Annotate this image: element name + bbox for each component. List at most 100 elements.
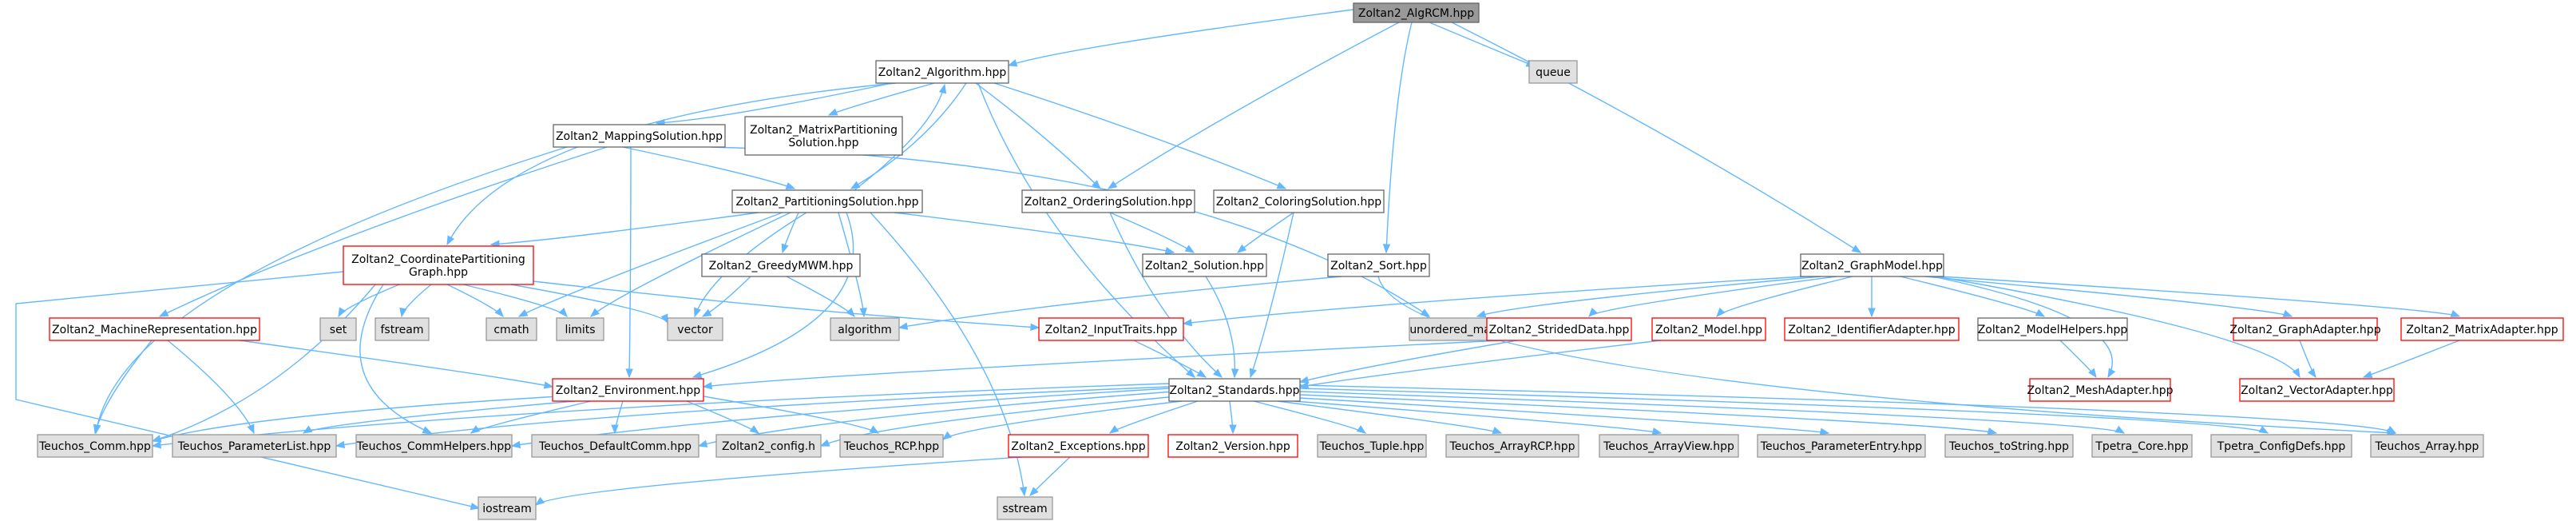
arrowhead xyxy=(1298,376,1310,384)
node-identifieradapter[interactable]: Zoltan2_IdentifierAdapter.hpp xyxy=(1784,317,1960,341)
node-label: Teuchos_ArrayView.hpp xyxy=(1603,440,1734,453)
edge-environment-to-teuchoscomm xyxy=(151,396,560,443)
arrowhead xyxy=(625,368,633,379)
node-solution[interactable]: Zoltan2_Solution.hpp xyxy=(1142,253,1267,277)
node-paramlist[interactable]: Teuchos_ParameterList.hpp xyxy=(172,434,337,458)
node-commhelpers[interactable]: Teuchos_CommHelpers.hpp xyxy=(355,434,513,458)
edge-standards-to-exceptions xyxy=(1108,400,1199,434)
node-rcp[interactable]: Teuchos_RCP.hpp xyxy=(839,434,944,458)
node-queue[interactable]: queue xyxy=(1528,60,1578,84)
node-label: Zoltan2_VectorAdapter.hpp xyxy=(2241,384,2393,397)
edge-coloringsol-to-standards xyxy=(1249,212,1294,379)
node-root[interactable]: Zoltan2_AlgRCM.hpp xyxy=(1353,2,1480,23)
node-tpetracore[interactable]: Tpetra_Core.hpp xyxy=(2091,434,2193,458)
arrowhead xyxy=(1276,181,1287,189)
node-sstream[interactable]: sstream xyxy=(997,496,1053,520)
node-mappingsol[interactable]: Zoltan2_MappingSolution.hpp xyxy=(553,124,726,148)
edge-coordpart-to-inputtraits xyxy=(533,280,1040,332)
node-partsol[interactable]: Zoltan2_PartitioningSolution.hpp xyxy=(731,189,923,213)
node-matrixadapter[interactable]: Zoltan2_MatrixAdapter.hpp xyxy=(2400,317,2564,341)
node-teuchosarray[interactable]: Teuchos_Array.hpp xyxy=(2370,434,2484,458)
node-iostream[interactable]: iostream xyxy=(478,496,537,520)
node-tuple[interactable]: Teuchos_Tuple.hpp xyxy=(1317,434,1427,458)
arrowhead xyxy=(1588,308,1598,317)
node-graphadapter[interactable]: Zoltan2_GraphAdapter.hpp xyxy=(2229,317,2381,341)
node-teuchoscomm[interactable]: Teuchos_Comm.hpp xyxy=(37,434,153,458)
node-machinerep[interactable]: Zoltan2_MachineRepresentation.hpp xyxy=(49,317,260,341)
node-coloringsol[interactable]: Zoltan2_ColoringSolution.hpp xyxy=(1213,189,1385,213)
arrowhead xyxy=(399,307,407,318)
edge-coordpart-to-fstream xyxy=(399,284,432,318)
node-paramentry[interactable]: Teuchos_ParameterEntry.hpp xyxy=(1757,434,1926,458)
node-tpetraconfig[interactable]: Tpetra_ConfigDefs.hpp xyxy=(2210,434,2352,458)
node-meshadapter[interactable]: Zoltan2_MeshAdapter.hpp xyxy=(2027,378,2174,402)
arrowhead xyxy=(1819,428,1830,435)
node-tostring[interactable]: Teuchos_toString.hpp xyxy=(1944,434,2074,458)
node-graphmodel[interactable]: Zoltan2_GraphModel.hpp xyxy=(1800,253,1944,277)
arrowhead xyxy=(1229,424,1237,435)
edge-algorithm-to-matrixpart xyxy=(827,82,935,116)
arrowhead xyxy=(2308,368,2316,379)
node-standards[interactable]: Zoltan2_Standards.hpp xyxy=(1168,378,1301,402)
node-label: Zoltan2_GreedyMWM.hpp xyxy=(709,260,854,272)
node-label: Tpetra_ConfigDefs.hpp xyxy=(2217,440,2346,453)
edge-modelhelpers-to-meshadapter xyxy=(2059,340,2097,379)
node-unorderedmap[interactable]: unordered_map xyxy=(1409,317,1499,341)
edge-machinerep-to-paramlist xyxy=(167,340,255,435)
node-fstream[interactable]: fstream xyxy=(375,317,430,341)
arrowhead xyxy=(611,424,619,435)
node-config[interactable]: Zoltan2_config.h xyxy=(715,434,822,458)
edge-greedymwm-to-algorithmstd xyxy=(786,276,855,317)
arrowhead xyxy=(941,431,953,440)
node-label: Teuchos_Tuple.hpp xyxy=(1319,440,1425,453)
node-orderingsol[interactable]: Zoltan2_OrderingSolution.hpp xyxy=(1021,189,1195,213)
edge-graphmodel-to-unorderedmap xyxy=(1476,276,1821,318)
node-version[interactable]: Zoltan2_Version.hpp xyxy=(1167,434,1298,458)
node-inputtraits[interactable]: Zoltan2_InputTraits.hpp xyxy=(1038,317,1184,341)
node-vectoradapter[interactable]: Zoltan2_VectorAdapter.hpp xyxy=(2239,378,2395,402)
arrowhead xyxy=(151,441,161,449)
arrowhead xyxy=(1716,308,1726,317)
node-arrayview[interactable]: Teuchos_ArrayView.hpp xyxy=(1599,434,1739,458)
edge-algorithm-to-coloringsol xyxy=(993,82,1287,189)
arrowhead xyxy=(1249,368,1257,379)
node-modelhelpers[interactable]: Zoltan2_ModelHelpers.hpp xyxy=(1977,317,2128,341)
node-set[interactable]: set xyxy=(319,317,357,341)
node-vector[interactable]: vector xyxy=(667,317,723,341)
arrowhead xyxy=(2282,309,2293,317)
node-strideddata[interactable]: Zoltan2_StridedData.hpp xyxy=(1486,317,1632,341)
edge-graphmodel-to-model xyxy=(1716,276,1853,317)
node-cmath[interactable]: cmath xyxy=(485,317,537,341)
node-algorithm[interactable]: Zoltan2_Algorithm.hpp xyxy=(875,60,1009,84)
node-label: Graph.hpp xyxy=(409,266,468,279)
node-label: Zoltan2_MappingSolution.hpp xyxy=(556,130,723,143)
node-label: Zoltan2_CoordinatePartitioning xyxy=(351,253,525,266)
node-exceptions[interactable]: Zoltan2_Exceptions.hpp xyxy=(1008,434,1149,458)
edge-graphadapter-to-vectoradapter xyxy=(2299,340,2316,379)
node-label: Zoltan2_Standards.hpp xyxy=(1170,384,1300,397)
arrowhead xyxy=(1420,308,1431,317)
node-sort[interactable]: Zoltan2_Sort.hpp xyxy=(1327,253,1430,277)
arrowhead xyxy=(1868,308,1876,318)
node-arrayrcp[interactable]: Teuchos_ArrayRCP.hpp xyxy=(1445,434,1579,458)
node-label: Tpetra_Core.hpp xyxy=(2094,440,2188,453)
node-label: Teuchos_toString.hpp xyxy=(1948,440,2069,453)
arrowhead xyxy=(2258,425,2269,434)
node-defaultcomm[interactable]: Teuchos_DefaultComm.hpp xyxy=(531,434,699,458)
arrowhead xyxy=(1651,427,1663,435)
arrowhead xyxy=(93,424,101,435)
node-greedymwm[interactable]: Zoltan2_GreedyMWM.hpp xyxy=(701,253,861,277)
edge-coloringsol-to-solution xyxy=(1236,212,1294,253)
edge-strideddata-to-standards xyxy=(1298,340,1518,384)
edge-mappingsol-to-environment xyxy=(625,146,633,379)
arrowhead xyxy=(2107,368,2116,379)
edge-partsol-to-environment xyxy=(692,212,854,379)
node-environment[interactable]: Zoltan2_Environment.hpp xyxy=(552,378,704,402)
node-algorithmstd[interactable]: algorithm xyxy=(830,317,900,341)
node-label: Teuchos_ParameterEntry.hpp xyxy=(1760,440,1922,453)
node-limits[interactable]: limits xyxy=(556,317,604,341)
node-label: Zoltan2_GraphAdapter.hpp xyxy=(2229,324,2380,336)
node-model[interactable]: Zoltan2_Model.hpp xyxy=(1651,317,1766,341)
